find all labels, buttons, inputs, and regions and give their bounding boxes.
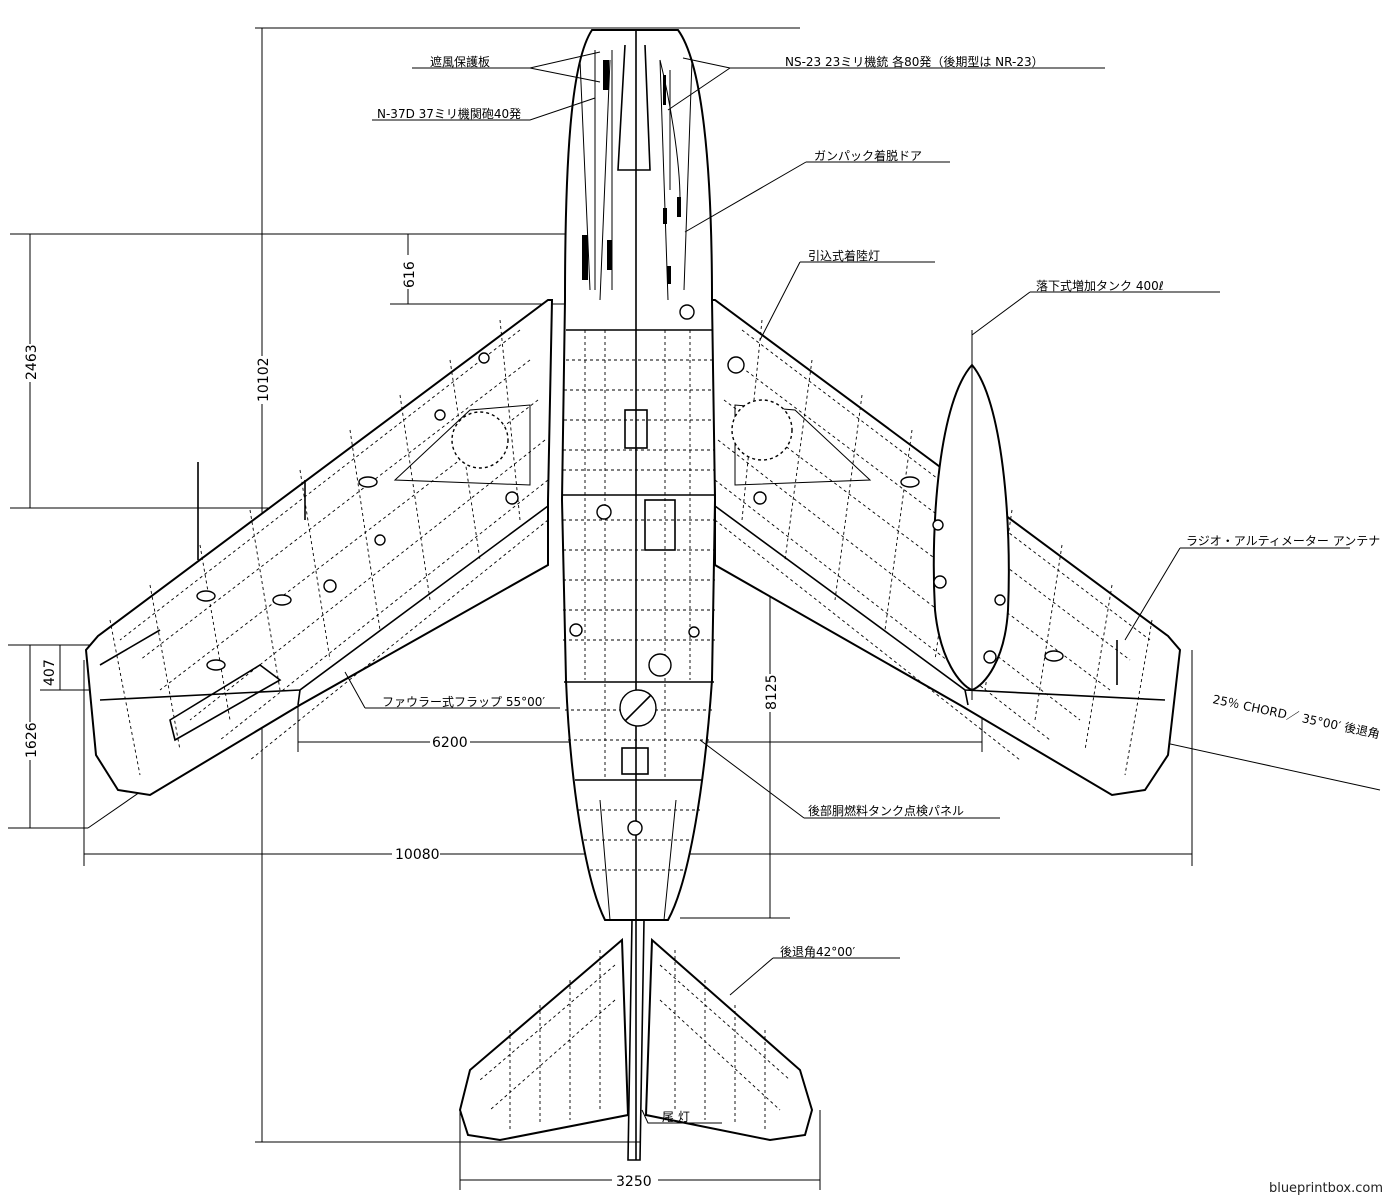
label-tail-sweep: 後退角42°00′ — [780, 945, 856, 959]
label-fowler-flap: ファウラー式フラップ 55°00′ — [382, 695, 545, 709]
dim-2463: 2463 — [24, 344, 40, 380]
label-rear-fuel-panel: 後部胴燃料タンク点検パネル — [808, 803, 964, 818]
dim-1626: 1626 — [24, 722, 40, 758]
dim-10102: 10102 — [256, 357, 272, 402]
label-n37d-cannon: N-37D 37ミリ機関砲40発 — [377, 106, 521, 121]
dim-10080: 10080 — [395, 847, 440, 863]
label-ns23-guns: NS-23 23ミリ機銃 各80発（後期型は NR-23） — [785, 54, 1044, 69]
dim-616: 616 — [402, 261, 418, 288]
wing-right — [708, 299, 1182, 797]
label-drop-tank: 落下式増加タンク 400ℓ — [1036, 279, 1164, 293]
wing-left — [84, 299, 554, 797]
label-chord-sweep: 25％ CHORD／ 35°00′ 後退角 — [1211, 692, 1381, 741]
dim-8125: 8125 — [764, 674, 780, 710]
leader-lines — [344, 51, 1350, 1124]
label-landing-light: 引込式着陸灯 — [808, 248, 880, 263]
label-windshield: 遮風保護板 — [430, 54, 490, 69]
dimension-labels: 616 2463 10102 407 1626 6200 8125 10080 … — [22, 255, 780, 1190]
antennas — [197, 462, 1118, 685]
watermark: blueprintbox.com — [1268, 1181, 1383, 1196]
label-tail-light: 尾 灯 — [662, 1110, 690, 1124]
drop-tank — [932, 363, 1010, 692]
fuselage — [560, 29, 717, 1161]
dim-3250: 3250 — [616, 1174, 652, 1190]
dim-6200: 6200 — [432, 735, 468, 751]
wing-detail-holes — [196, 352, 1064, 671]
dim-407: 407 — [42, 659, 58, 686]
label-gunpack-door: ガンパック着脱ドア — [814, 148, 922, 163]
label-radio-altimeter: ラジオ・アルティメーター アンテナ — [1186, 534, 1380, 548]
